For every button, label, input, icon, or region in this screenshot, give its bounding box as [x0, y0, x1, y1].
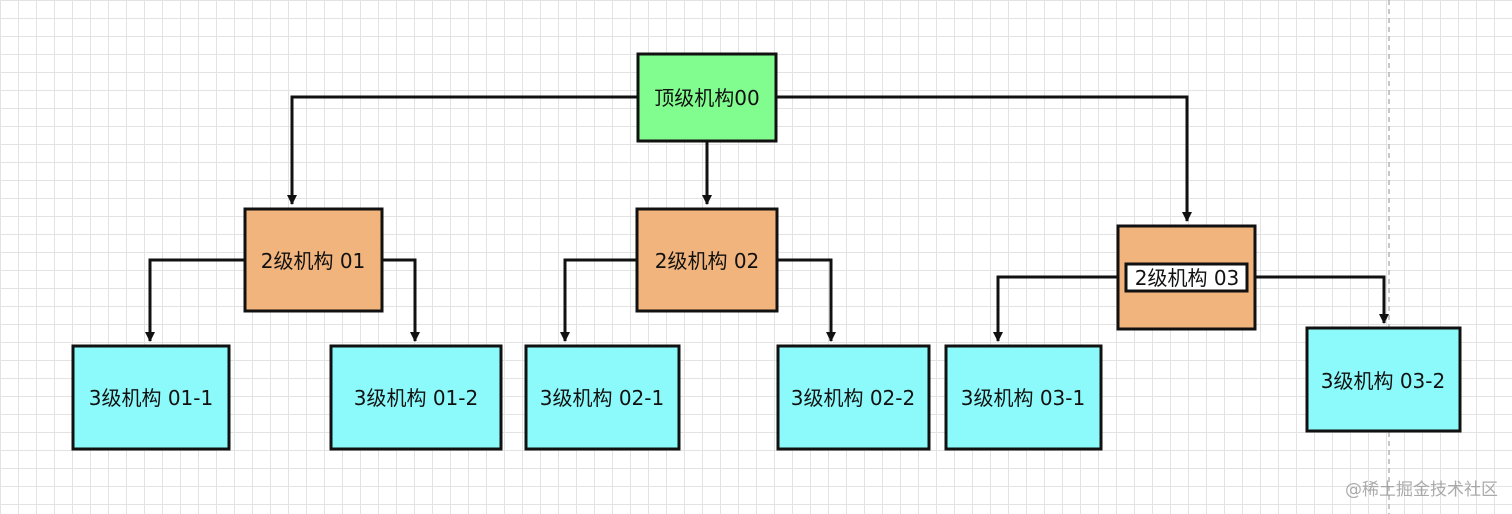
node-level2-03-label-highlight [1124, 262, 1249, 293]
node-level2-03-label: 2级机构 03 [1135, 266, 1240, 290]
node-level3-02-1[interactable]: 3级机构 02-1 [524, 344, 681, 451]
edge-top-to-01 [287, 95, 638, 205]
node-level3-01-2-label: 3级机构 01-2 [354, 386, 478, 410]
node-level2-02[interactable]: 2级机构 02 [635, 207, 779, 313]
node-level2-01[interactable]: 2级机构 01 [243, 207, 384, 313]
edge-03-to-03-2 [1255, 275, 1389, 324]
node-level2-03[interactable]: 2级机构 03 [1116, 224, 1257, 331]
node-level3-02-2-label: 3级机构 02-2 [791, 386, 915, 410]
node-level2-02-label: 2级机构 02 [655, 249, 760, 273]
node-top-box [636, 52, 778, 143]
node-level2-02-box [635, 207, 779, 313]
node-level3-02-2[interactable]: 3级机构 02-2 [776, 344, 931, 451]
node-level2-01-label: 2级机构 01 [261, 249, 366, 273]
node-level3-01-1[interactable]: 3级机构 01-1 [71, 344, 231, 451]
node-level3-03-1[interactable]: 3级机构 03-1 [944, 344, 1103, 451]
edge-top-to-03 [776, 95, 1192, 222]
node-level3-02-1-label: 3级机构 02-1 [540, 386, 664, 410]
node-level2-01-box [243, 207, 384, 313]
node-level3-03-1-label: 3级机构 03-1 [961, 386, 1085, 410]
node-level3-01-1-label: 3级机构 01-1 [89, 386, 213, 410]
node-level3-03-2-box [1305, 326, 1462, 433]
node-level3-02-2-box [776, 344, 931, 451]
edge-02-to-02-2 [777, 258, 836, 342]
edge-01-to-01-2 [382, 258, 420, 342]
node-level3-03-2-label: 3级机构 03-2 [1321, 369, 1445, 393]
watermark-text: @稀土掘金技术社区 [1345, 480, 1498, 500]
edge-01-to-01-1 [145, 258, 245, 342]
node-level3-02-1-box [524, 344, 681, 451]
node-level3-03-1-box [944, 344, 1103, 451]
edge-02-to-02-1 [560, 258, 637, 342]
node-level3-01-2-box [329, 344, 503, 451]
node-top-label: 顶级机构00 [654, 86, 759, 110]
edge-03-to-03-1 [993, 275, 1118, 342]
node-level3-03-2[interactable]: 3级机构 03-2 [1305, 326, 1462, 433]
node-level3-01-1-box [71, 344, 231, 451]
node-top[interactable]: 顶级机构00 [636, 52, 778, 143]
node-level3-01-2[interactable]: 3级机构 01-2 [329, 344, 503, 451]
